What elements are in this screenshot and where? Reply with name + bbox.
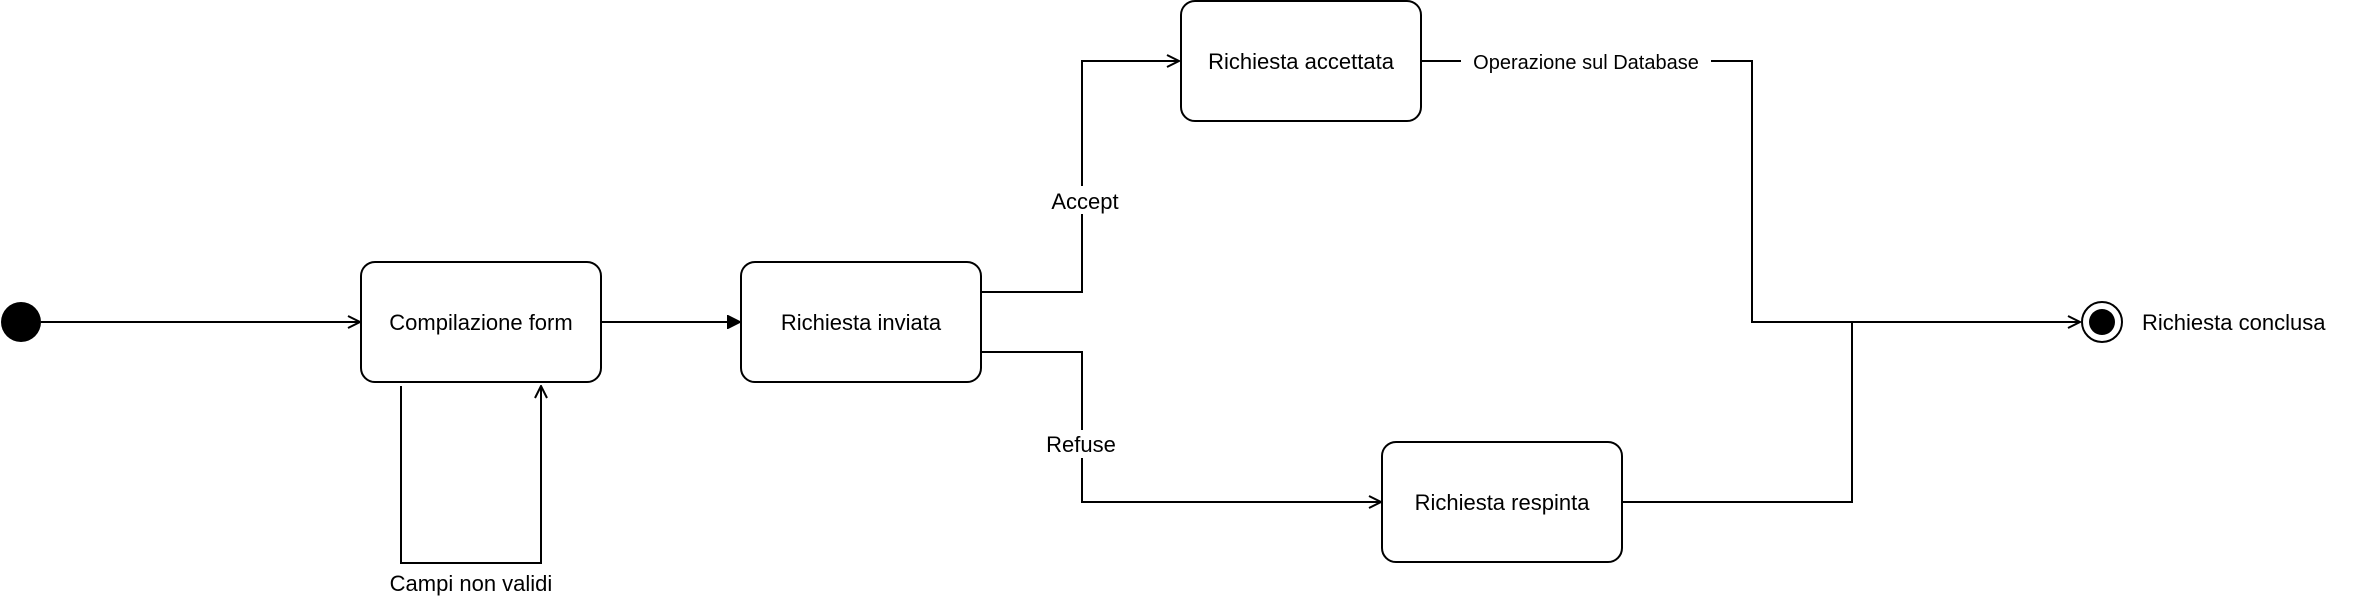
edge-respinta-to-merge xyxy=(1622,322,1853,503)
label-campi-non-validi: Campi non validi xyxy=(390,571,553,596)
state-richiesta-inviata-label: Richiesta inviata xyxy=(781,310,942,335)
state-richiesta-accettata-label: Richiesta accettata xyxy=(1208,49,1395,74)
final-state-node xyxy=(2089,309,2115,335)
label-database-bg xyxy=(1461,48,1711,74)
state-richiesta-respinta xyxy=(1381,441,1623,563)
edge-self-loop xyxy=(400,386,541,564)
state-richiesta-respinta-label: Richiesta respinta xyxy=(1415,490,1591,515)
edge-refuse xyxy=(981,351,1381,502)
state-compilazione-form-label: Compilazione form xyxy=(389,310,572,335)
edge-accept xyxy=(981,61,1179,293)
label-accept-bg xyxy=(1046,186,1118,214)
label-refuse: Refuse xyxy=(1046,432,1116,457)
edge-accettata-to-final xyxy=(1421,60,2080,322)
label-refuse-bg xyxy=(1042,430,1122,458)
state-richiesta-accettata xyxy=(1180,0,1422,122)
label-operazione-database: Operazione sul Database xyxy=(1473,52,1699,74)
final-state-label: Richiesta conclusa xyxy=(2142,310,2326,335)
state-richiesta-inviata xyxy=(740,261,982,383)
initial-state-node xyxy=(1,302,41,342)
label-accept: Accept xyxy=(1051,189,1118,214)
state-compilazione-form xyxy=(360,261,602,383)
